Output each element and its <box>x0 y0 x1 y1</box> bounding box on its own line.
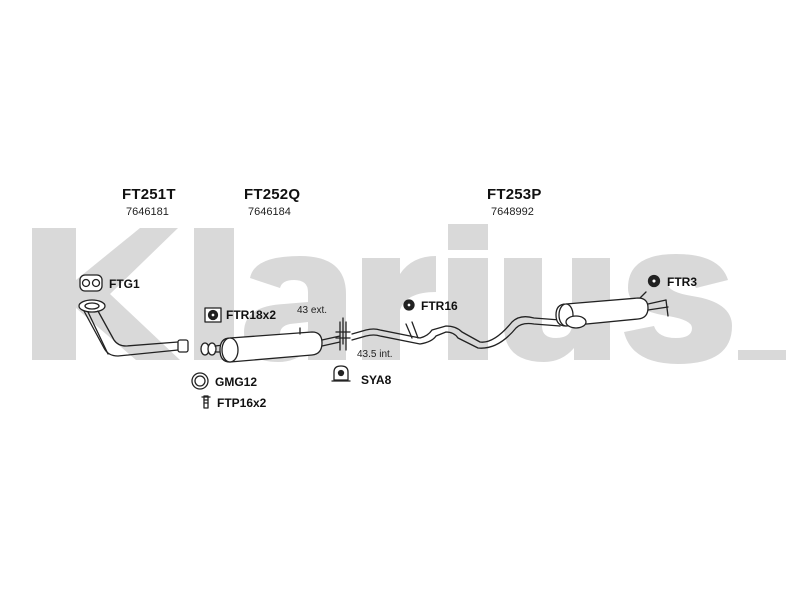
component-label-ftr18x2: FTR18x2 <box>226 308 277 322</box>
section-part-number-1: FT251T <box>122 186 176 203</box>
section-ref-2: 7646184 <box>248 206 291 218</box>
dimension-ext: 43 ext. <box>297 305 328 316</box>
ftr18-rubber-icon <box>204 307 222 323</box>
rear-silencer-drawing <box>555 291 669 329</box>
component-label-ftr16: FTR16 <box>421 299 458 313</box>
dimension-int: 43.5 int. <box>357 349 393 360</box>
component-label-ftg1: FTG1 <box>109 277 140 291</box>
gmg12-ring-icon <box>191 372 209 390</box>
component-label-gmg12: GMG12 <box>215 375 258 389</box>
sya8-hanger-icon <box>331 365 351 382</box>
section-ref-1: 7646181 <box>126 206 169 218</box>
component-label-ftr3: FTR3 <box>667 275 697 289</box>
ftg1-gasket-icon <box>79 274 103 292</box>
rear-pipe-drawing <box>351 316 561 349</box>
ftp16-bolt-icon <box>201 395 211 409</box>
section-ref-3: 7648992 <box>491 206 534 218</box>
component-label-sya8: SYA8 <box>361 373 392 387</box>
front-pipe-drawing <box>78 299 189 357</box>
section-part-number-2: FT252Q <box>244 186 301 203</box>
joint-markers <box>335 317 351 351</box>
ftr3-rubber-icon <box>647 274 661 288</box>
middle-silencer-drawing <box>219 327 341 363</box>
component-label-ftp16x2: FTP16x2 <box>217 396 267 410</box>
section-part-number-3: FT253P <box>487 186 542 203</box>
ftr16-rubber-icon <box>403 299 415 311</box>
